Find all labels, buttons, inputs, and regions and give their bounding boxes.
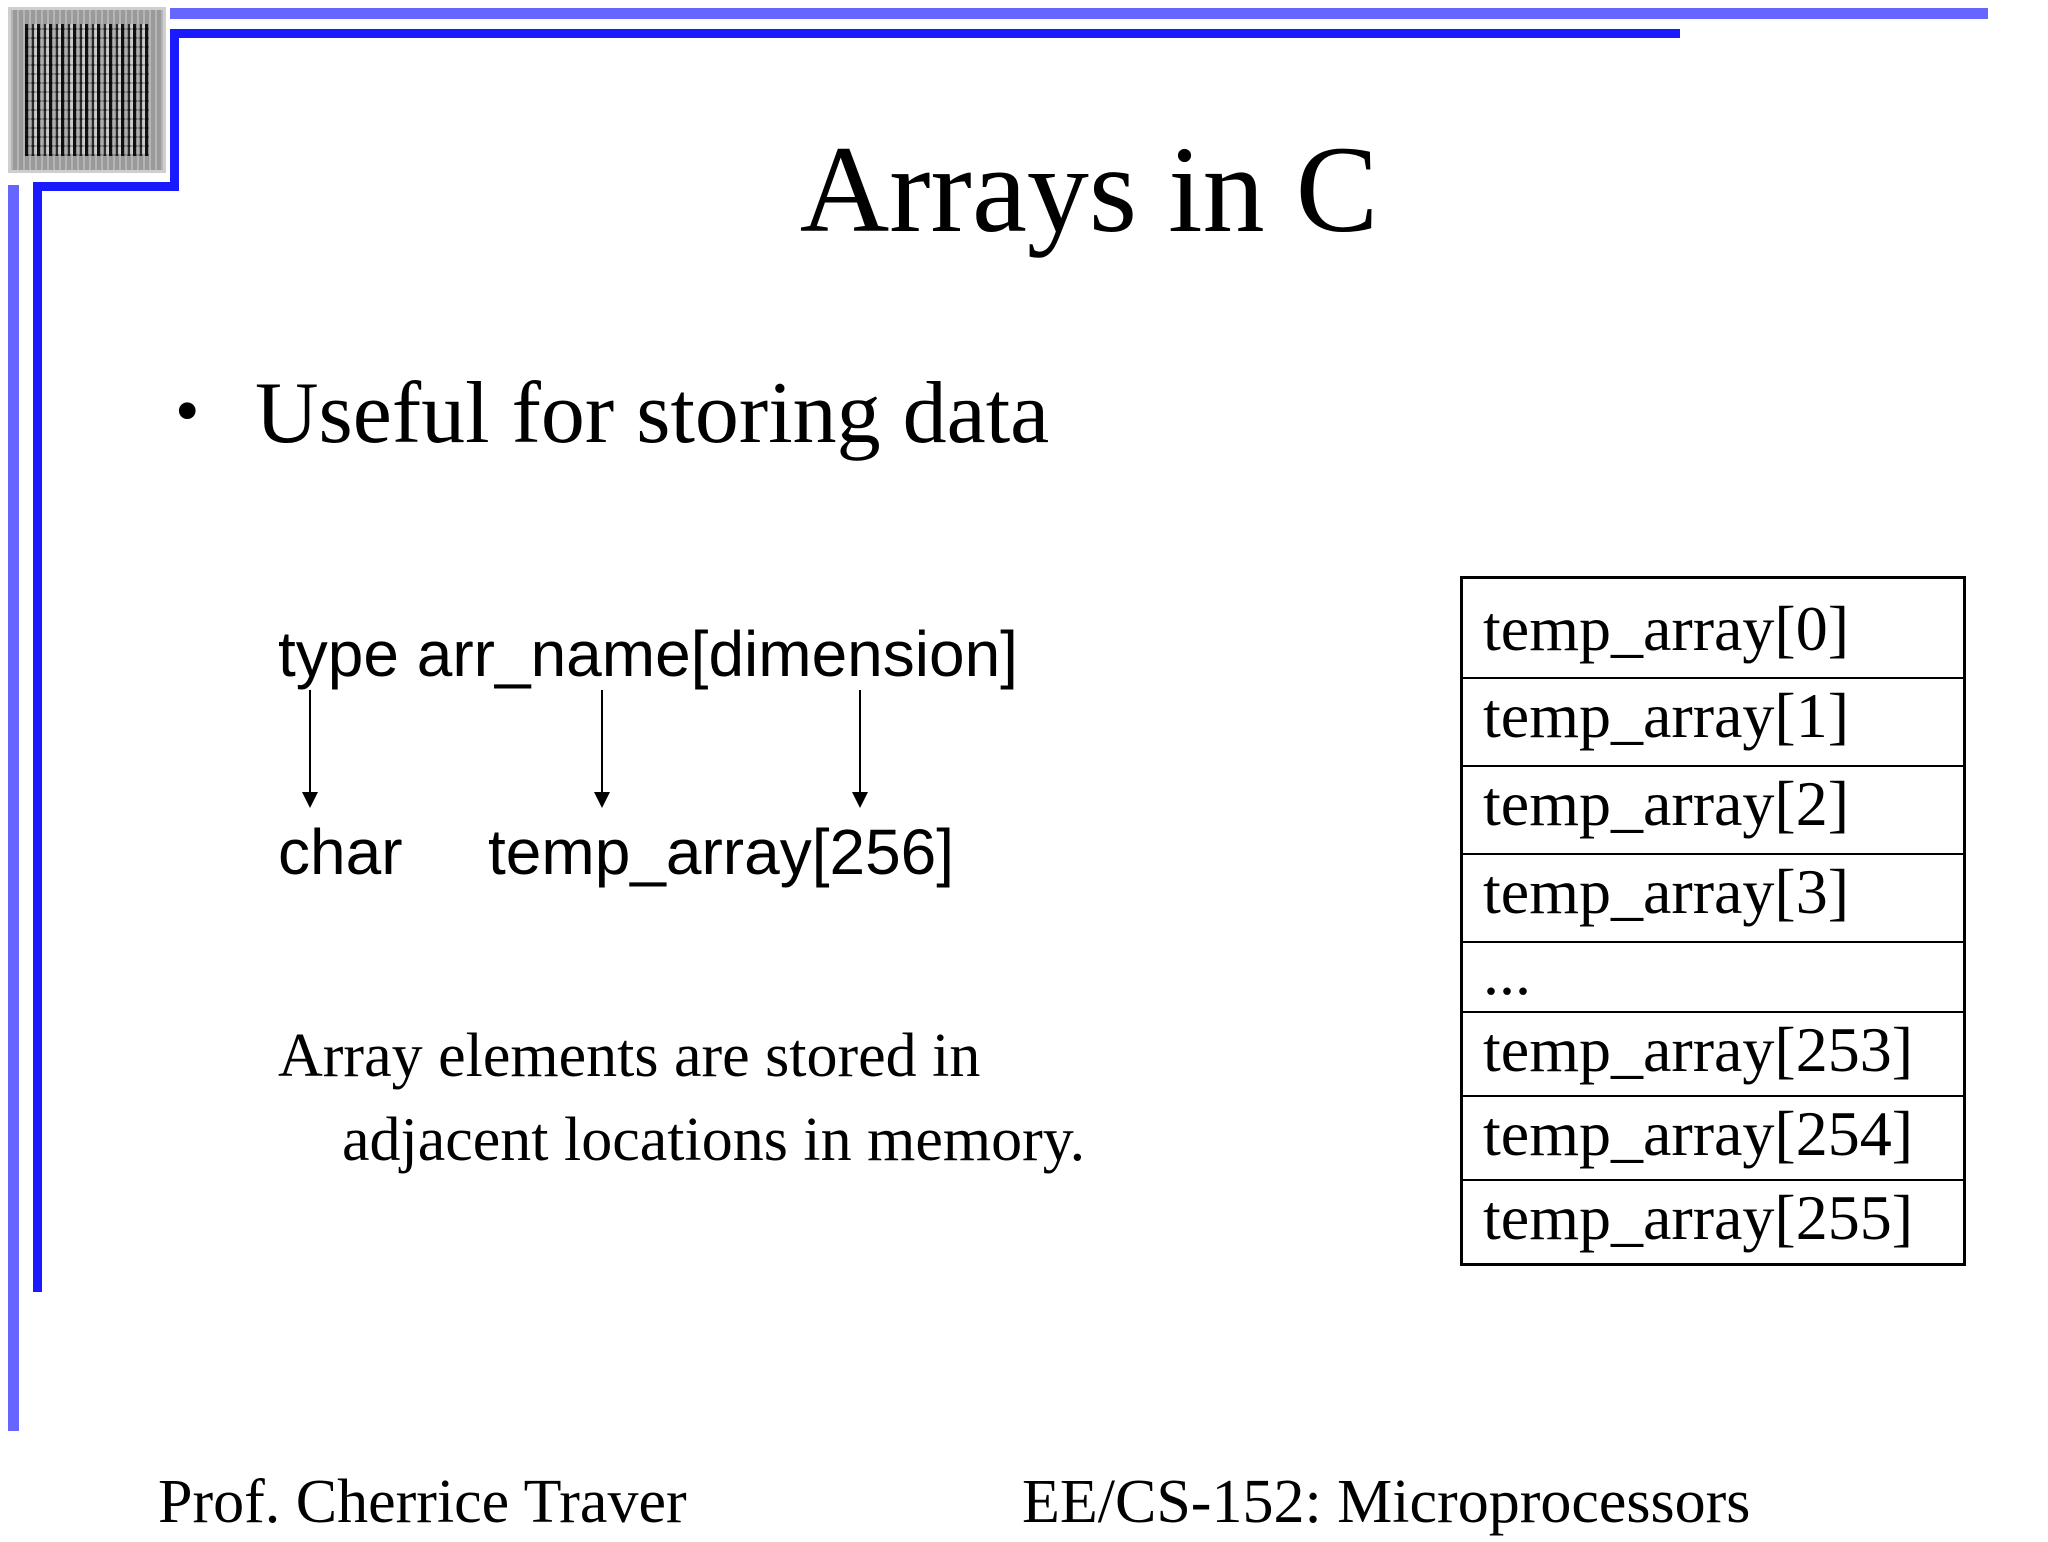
arrow-head-name bbox=[594, 792, 610, 808]
arrow-type bbox=[309, 690, 311, 798]
footer-author: Prof. Cherrice Traver bbox=[158, 1468, 687, 1536]
arrow-head-dimension bbox=[852, 792, 868, 808]
top-accent-bar-dark bbox=[170, 29, 1680, 38]
bullet-item: • Useful for storing data bbox=[175, 362, 1049, 464]
microchip-logo-icon bbox=[8, 7, 166, 173]
slide-title: Arrays in C bbox=[799, 121, 1379, 258]
bullet-text: Useful for storing data bbox=[255, 365, 1050, 462]
memory-cell: temp_array[2] bbox=[1463, 767, 1963, 855]
memory-cell: temp_array[253] bbox=[1463, 1013, 1963, 1097]
syntax-line: type arr_name[dimension] bbox=[278, 618, 1018, 690]
memory-layout-table: temp_array[0] temp_array[1] temp_array[2… bbox=[1460, 576, 1966, 1266]
left-accent-bar-dark bbox=[33, 182, 42, 1292]
arrow-name bbox=[601, 690, 603, 798]
description-line-2: adjacent locations in memory. bbox=[342, 1106, 1086, 1174]
corner-bar-vertical bbox=[170, 29, 179, 191]
memory-cell: temp_array[3] bbox=[1463, 855, 1963, 943]
example-declaration: temp_array[256] bbox=[488, 816, 955, 888]
left-accent-bar-light bbox=[8, 185, 19, 1431]
memory-cell: temp_array[255] bbox=[1483, 1182, 1914, 1253]
corner-bar-horizontal bbox=[33, 182, 179, 191]
top-accent-bar-light bbox=[170, 8, 1988, 19]
arrow-dimension bbox=[859, 690, 861, 798]
description-line-1: Array elements are stored in bbox=[278, 1022, 981, 1090]
memory-cell: temp_array[254] bbox=[1463, 1097, 1963, 1181]
arrow-head-type bbox=[302, 792, 318, 808]
bullet-dot-icon: • bbox=[175, 373, 200, 450]
memory-cell-ellipsis: ... bbox=[1463, 943, 1963, 1013]
memory-cell: temp_array[0] bbox=[1463, 579, 1963, 679]
footer-course: EE/CS-152: Microprocessors bbox=[1022, 1468, 1751, 1536]
example-type: char bbox=[278, 816, 403, 888]
memory-cell: temp_array[1] bbox=[1463, 679, 1963, 767]
